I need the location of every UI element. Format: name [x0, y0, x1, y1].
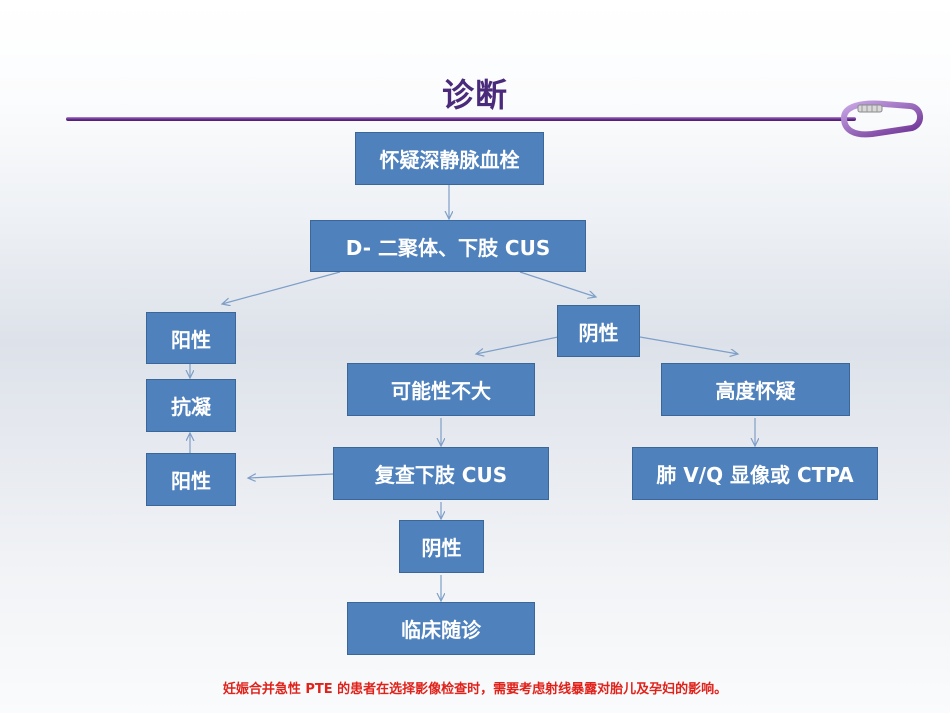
node-anticoag: 抗凝: [146, 379, 236, 432]
node-suspect-dvt: 怀疑深静脉血栓: [355, 132, 544, 185]
edge-repeat-to-positive2: [248, 474, 334, 478]
footnote: 妊娠合并急性 PTE 的患者在选择影像检查时，需要考虑射线暴露对胎儿及孕妇的影响…: [222, 682, 728, 697]
node-positive-1: 阳性: [146, 312, 236, 364]
edge-ddimer-to-negative: [519, 271, 596, 297]
title-divider: [66, 117, 856, 121]
node-vq-ctpa: 肺 V/Q 显像或 CTPA: [632, 447, 878, 500]
edge-negative-to-unlikely: [476, 336, 559, 354]
carabiner-icon: [841, 100, 923, 138]
node-repeat-cus: 复查下肢 CUS: [333, 447, 549, 500]
edge-negative-to-high: [639, 336, 738, 354]
node-positive-2: 阳性: [146, 453, 236, 506]
node-ddimer-cus: D- 二聚体、下肢 CUS: [310, 220, 586, 272]
node-negative-2: 阴性: [399, 520, 484, 573]
node-negative-1: 阴性: [557, 305, 640, 357]
node-high-suspicion: 高度怀疑: [661, 363, 850, 416]
page-title: 诊断: [441, 76, 508, 114]
node-clinical-followup: 临床随诊: [347, 602, 535, 655]
node-unlikely: 可能性不大: [347, 363, 535, 416]
edge-ddimer-to-positive: [222, 271, 341, 304]
